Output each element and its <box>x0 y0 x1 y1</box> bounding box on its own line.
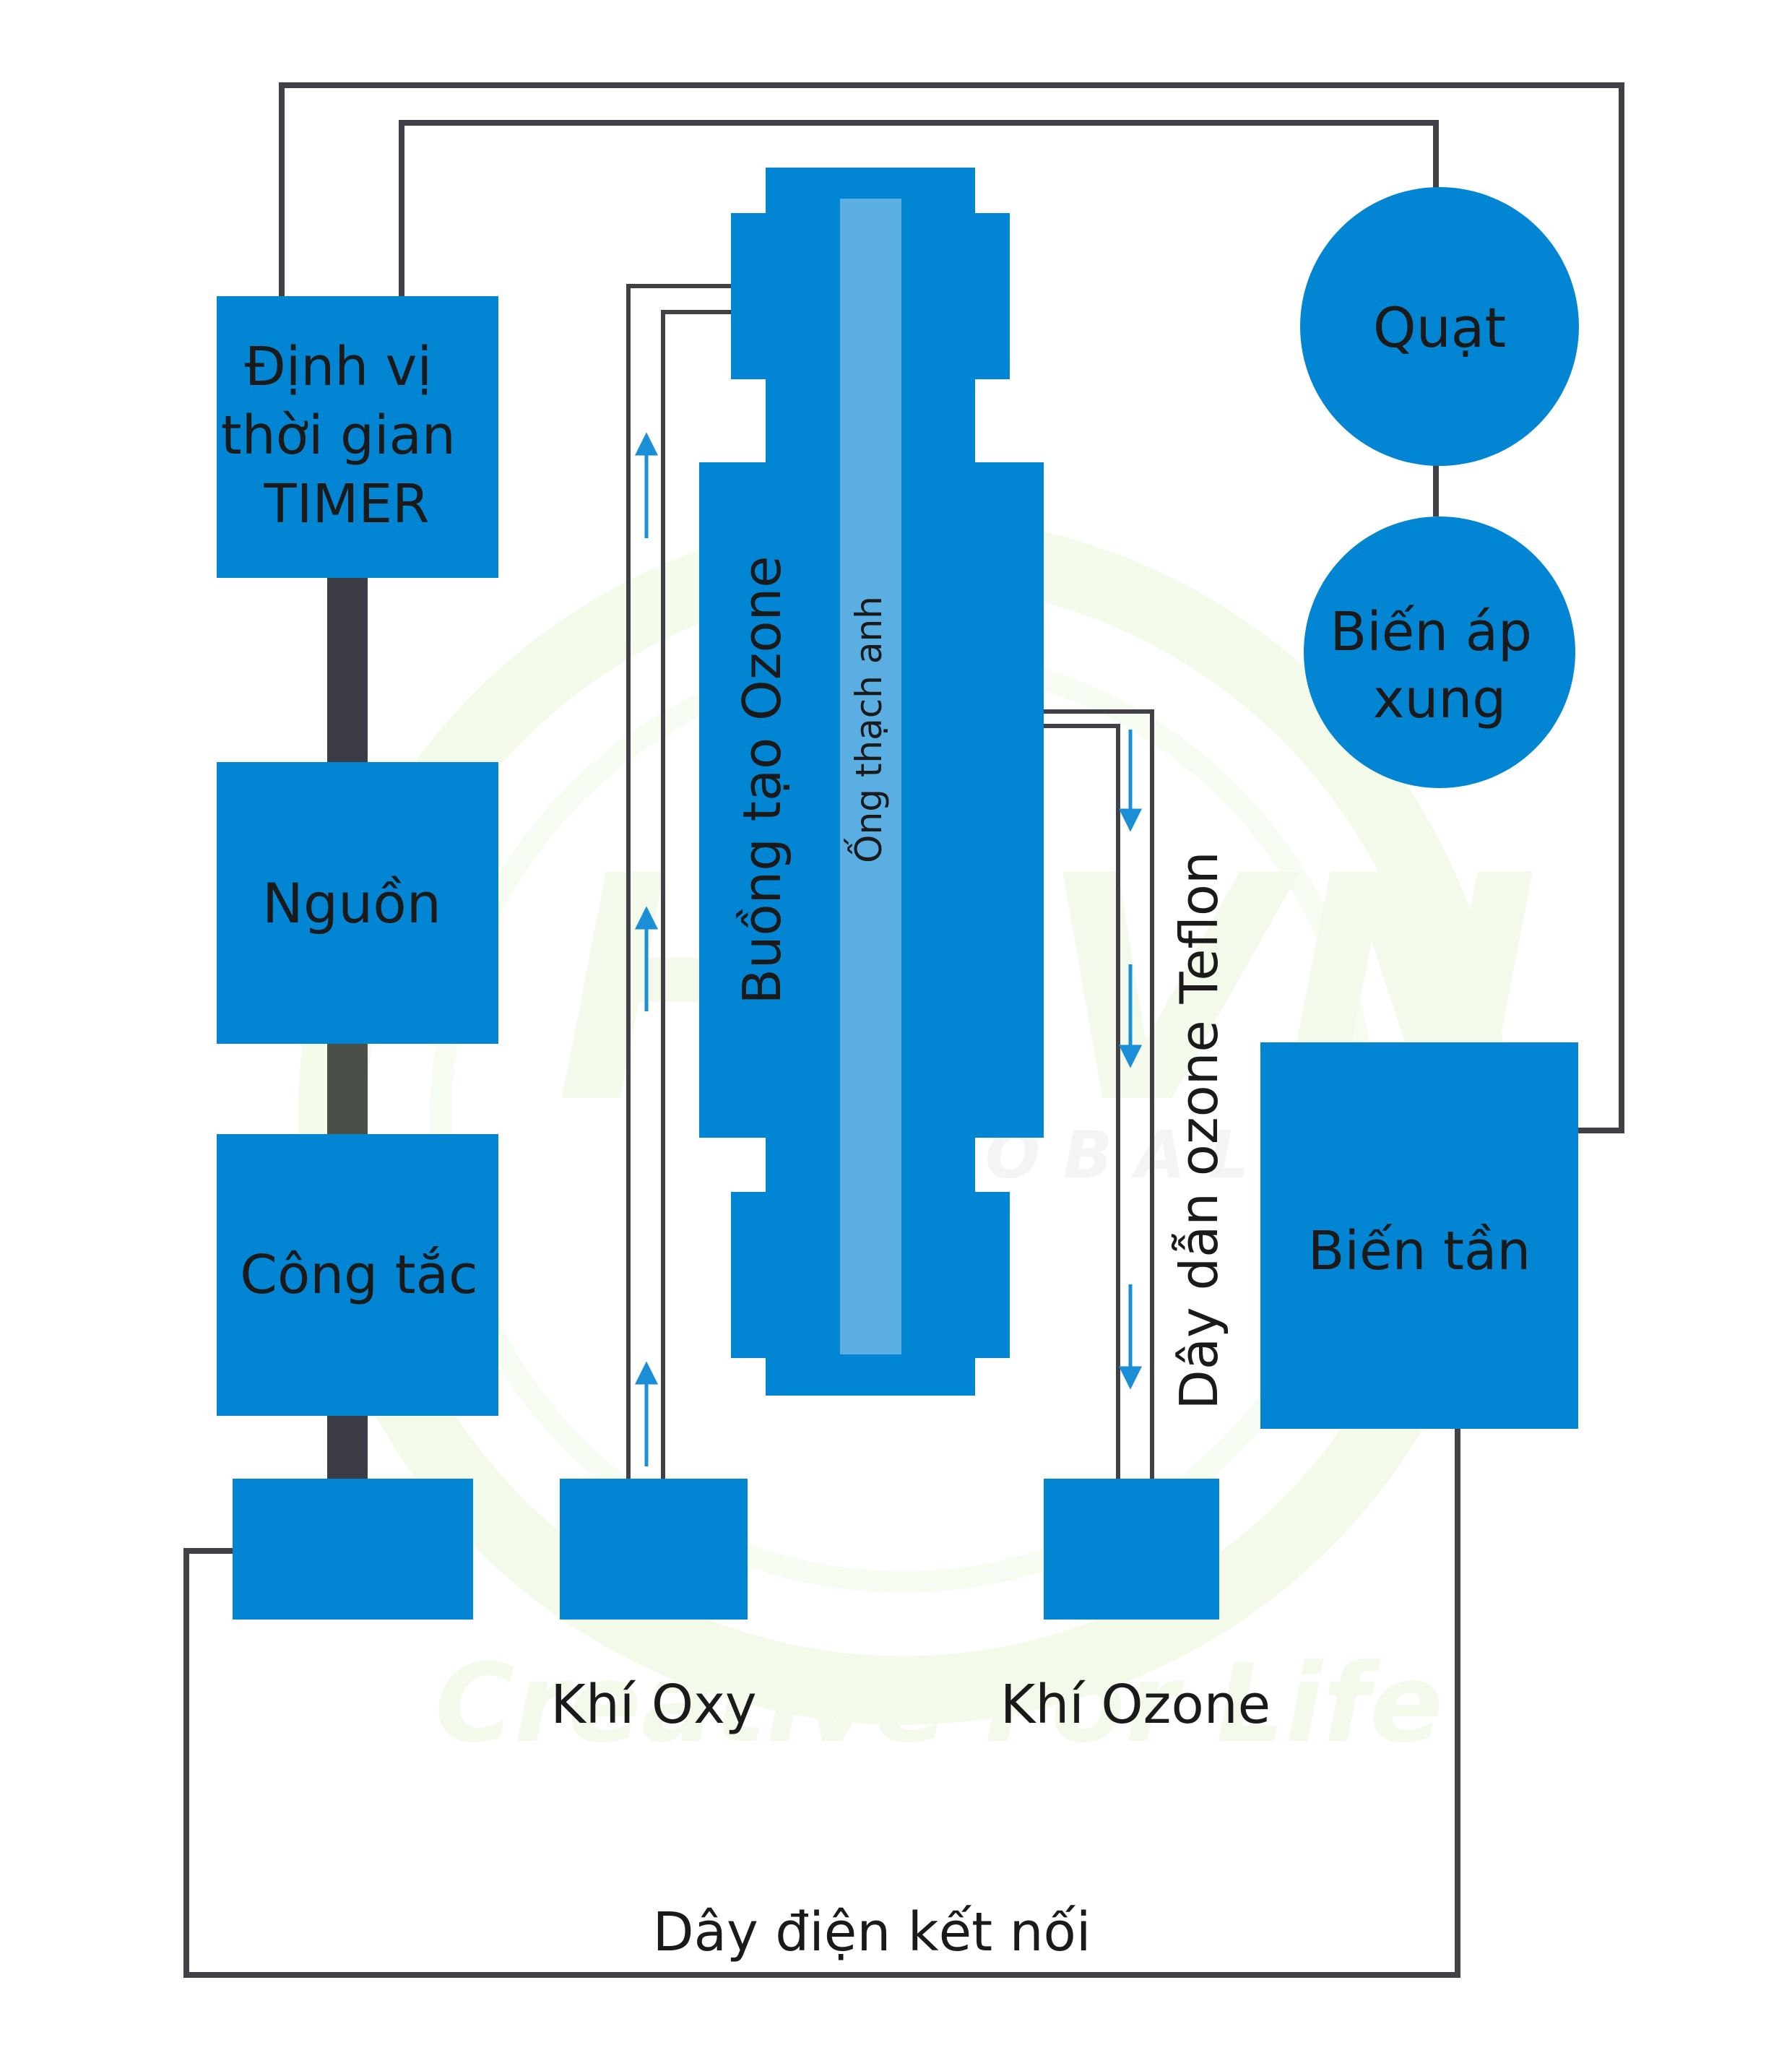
left-bus-3 <box>327 1416 368 1481</box>
connecting-wire-label: Dây điện kết nối <box>653 1901 1091 1963</box>
ozone-gas-label: Khí Ozone <box>1000 1674 1271 1736</box>
switch-label: Công tắc <box>240 1244 477 1306</box>
power-label: Nguồn <box>262 871 441 935</box>
electrical-wires <box>183 82 1624 1978</box>
flow-arrow-up <box>634 906 659 1011</box>
oxygen-inlet-block <box>560 1479 748 1620</box>
quartz-tube-label: Ống thạch anh <box>844 596 890 863</box>
flow-arrow-down <box>1118 964 1143 1068</box>
flow-arrow-down <box>1118 730 1143 832</box>
switch-block <box>217 1134 498 1416</box>
transformer-block <box>1304 516 1575 788</box>
timer-block <box>217 296 498 578</box>
power-plug-block <box>233 1479 473 1620</box>
oxygen-pipe-outer <box>626 284 731 1481</box>
watermark-slogan: Creative For Life <box>435 1641 1443 1767</box>
chamber-label: Buồng tạo Ozone <box>732 555 792 1004</box>
flow-arrow-up <box>634 1361 659 1466</box>
ozone-pipe-inner <box>1044 724 1120 1481</box>
ozone-pipe-outer <box>1044 709 1154 1481</box>
flow-arrows <box>634 432 1143 1466</box>
timer-label: Định vị thời gian TIMER <box>221 336 473 535</box>
wire-connecting-loop <box>183 1427 1460 1978</box>
ozone-outlet-block <box>1044 1479 1219 1620</box>
flow-arrow-up <box>634 432 659 538</box>
power-block <box>217 762 498 1044</box>
fan-block <box>1300 187 1579 466</box>
inverter-label: Biến tần <box>1308 1220 1531 1282</box>
left-bus-2 <box>327 1040 368 1134</box>
inverter-block <box>1260 1042 1578 1429</box>
gas-pipes <box>626 284 1154 1481</box>
oxygen-gas-label: Khí Oxy <box>550 1674 756 1736</box>
flow-arrow-down <box>1118 1284 1143 1390</box>
wire-timer-to-fan <box>399 120 1439 296</box>
oxygen-pipe-inner <box>661 310 731 1481</box>
left-bus-1 <box>327 578 368 766</box>
fan-label: Quạt <box>1373 295 1506 360</box>
wire-timer-to-inverter <box>279 82 1624 1133</box>
quartz-tube <box>840 199 901 1354</box>
teflon-pipe-label: Dây dẫn ozone Teflon <box>1169 851 1229 1409</box>
transformer-label: Biến áp xung <box>1330 601 1549 730</box>
